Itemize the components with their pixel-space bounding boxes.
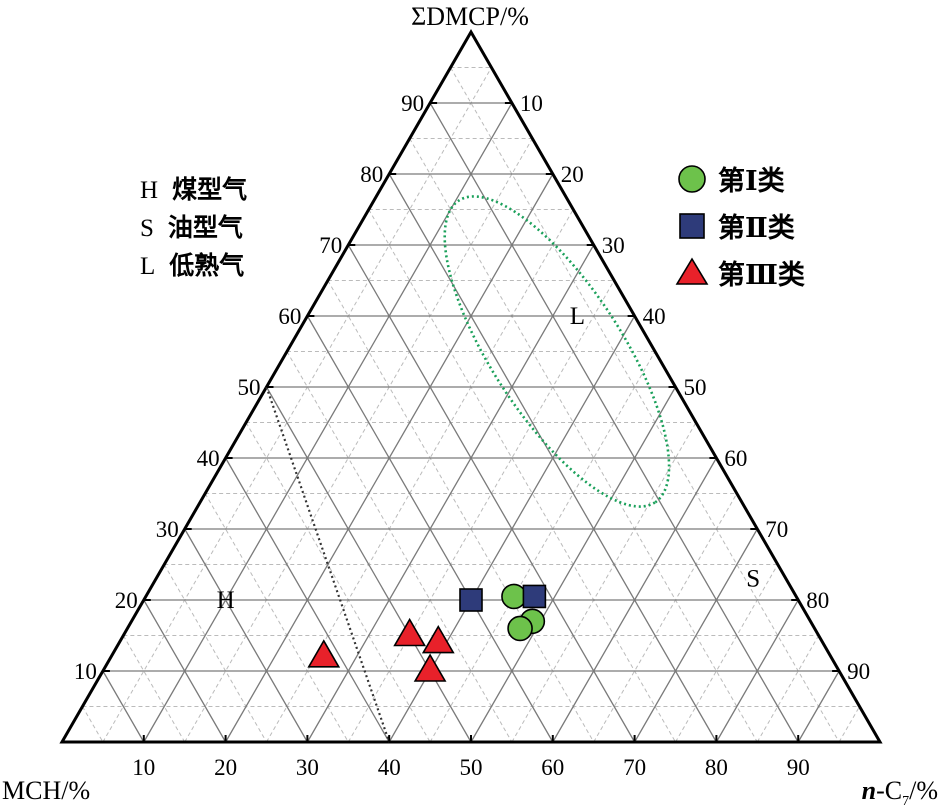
data-point-class-1-3 [507, 615, 533, 642]
data-points [307, 583, 547, 682]
data-point-class-2-1 [459, 588, 483, 612]
tick-label-left-50: 50 [238, 375, 261, 400]
grid-line-mch-60 [225, 457, 390, 743]
grid-line-mch-80 [143, 599, 227, 743]
tick-label-bottom-30: 30 [296, 755, 319, 780]
tick-label-left-10: 10 [74, 659, 97, 684]
tick-label-left-20: 20 [115, 588, 138, 613]
grid-line-nc7-80 [715, 599, 799, 743]
data-point-class-3-1 [307, 639, 341, 668]
tick-label-right-70: 70 [765, 517, 788, 542]
tick-label-bottom-70: 70 [623, 755, 646, 780]
grid-line-nc7-10 [143, 102, 513, 743]
grid-line-mch-35 [327, 280, 595, 743]
tick-label-right-50: 50 [684, 375, 707, 400]
legend-label-class-3: 第Ⅲ类 [718, 259, 805, 290]
tick-label-right-90: 90 [847, 659, 870, 684]
tick-label-right-60: 60 [724, 446, 747, 471]
tick-labels: 10 10 10 20 20 20 30 30 30 40 40 40 50 50 50 60 60 60 70 70… [74, 91, 870, 780]
tick-label-bottom-60: 60 [541, 755, 564, 780]
grid-line-mch-10 [429, 102, 799, 743]
grid-line-mch-90 [102, 670, 145, 743]
grid-line-mch-5 [450, 67, 840, 743]
tick-label-left-60: 60 [278, 304, 301, 329]
tick-label-bottom-10: 10 [132, 755, 155, 780]
tick-label-bottom-20: 20 [214, 755, 237, 780]
legend-marker-class-2 [679, 213, 705, 239]
grid-line-mch-85 [122, 635, 186, 743]
grid-line-nc7-90 [797, 670, 840, 743]
tick-label-right-10: 10 [520, 91, 543, 116]
grid-line-nc7-65 [593, 493, 738, 743]
data-point-class-3-2 [393, 617, 427, 647]
tick-label-right-20: 20 [561, 162, 584, 187]
tick-label-right-40: 40 [643, 304, 666, 329]
grid-line-nc7-75 [675, 564, 779, 743]
data-point-class-1-1 [501, 583, 527, 610]
tick-label-right-30: 30 [602, 233, 625, 258]
grid-line-nc7-50 [470, 386, 677, 743]
legend-marker-class-3 [675, 257, 709, 285]
tick-label-left-80: 80 [360, 162, 383, 187]
tick-label-left-70: 70 [319, 233, 342, 258]
data-point-class-3-3 [421, 624, 455, 654]
data-point-class-2-2 [522, 584, 547, 609]
grid-line-mch-50 [265, 386, 472, 743]
tick-label-left-40: 40 [197, 446, 220, 471]
grid-line-nc7-70 [634, 528, 758, 743]
grid-line-nc7-60 [552, 457, 717, 743]
grid-line-nc7-95 [838, 706, 860, 743]
minor-grid [82, 67, 860, 743]
tick-label-right-80: 80 [806, 588, 829, 613]
grid-line-nc7-45 [429, 351, 656, 743]
grid-line-mch-70 [184, 528, 308, 743]
grid-line-mch-25 [368, 209, 676, 743]
legend-label-class-1: 第Ⅰ类 [718, 165, 785, 196]
top-axis-label: ΣDMCP/% [411, 2, 529, 31]
region-label-h: H [217, 587, 235, 614]
grid-line-nc7-25 [266, 209, 574, 743]
tick-label-bottom-40: 40 [378, 755, 401, 780]
grid-line-mch-95 [82, 706, 104, 743]
tick-label-bottom-80: 80 [705, 755, 728, 780]
data-point-class-3-4 [413, 653, 447, 682]
tick-label-left-90: 90 [401, 91, 424, 116]
region-labels: H S L [217, 303, 761, 614]
grid-line-mch-55 [245, 422, 431, 743]
legend-label-class-2: 第Ⅱ类 [718, 212, 795, 243]
tick-label-bottom-50: 50 [460, 755, 483, 780]
grid-line-mch-65 [204, 493, 349, 743]
tick-label-left-30: 30 [156, 517, 179, 542]
tick-label-bottom-90: 90 [787, 755, 810, 780]
legend: 第Ⅰ类 第Ⅱ类 第Ⅲ类 [675, 165, 805, 290]
tick-marks [102, 102, 840, 742]
grid-line-mch-75 [163, 564, 267, 743]
grid-line-mch-45 [286, 351, 513, 743]
legend-marker-class-1 [678, 165, 706, 193]
grid-line-nc7-5 [102, 67, 492, 743]
grid-line-nc7-85 [756, 635, 820, 743]
region-label-l: L [570, 303, 585, 330]
right-axis-label: n-C7/% [862, 776, 938, 807]
region-label-s: S [746, 566, 760, 593]
grid-line-nc7-35 [347, 280, 615, 743]
grid-line-mch-30 [347, 244, 636, 743]
grid-line-nc7-55 [511, 422, 697, 743]
left-axis-label: MCH/% [2, 776, 90, 805]
grid-line-nc7-30 [306, 244, 595, 743]
